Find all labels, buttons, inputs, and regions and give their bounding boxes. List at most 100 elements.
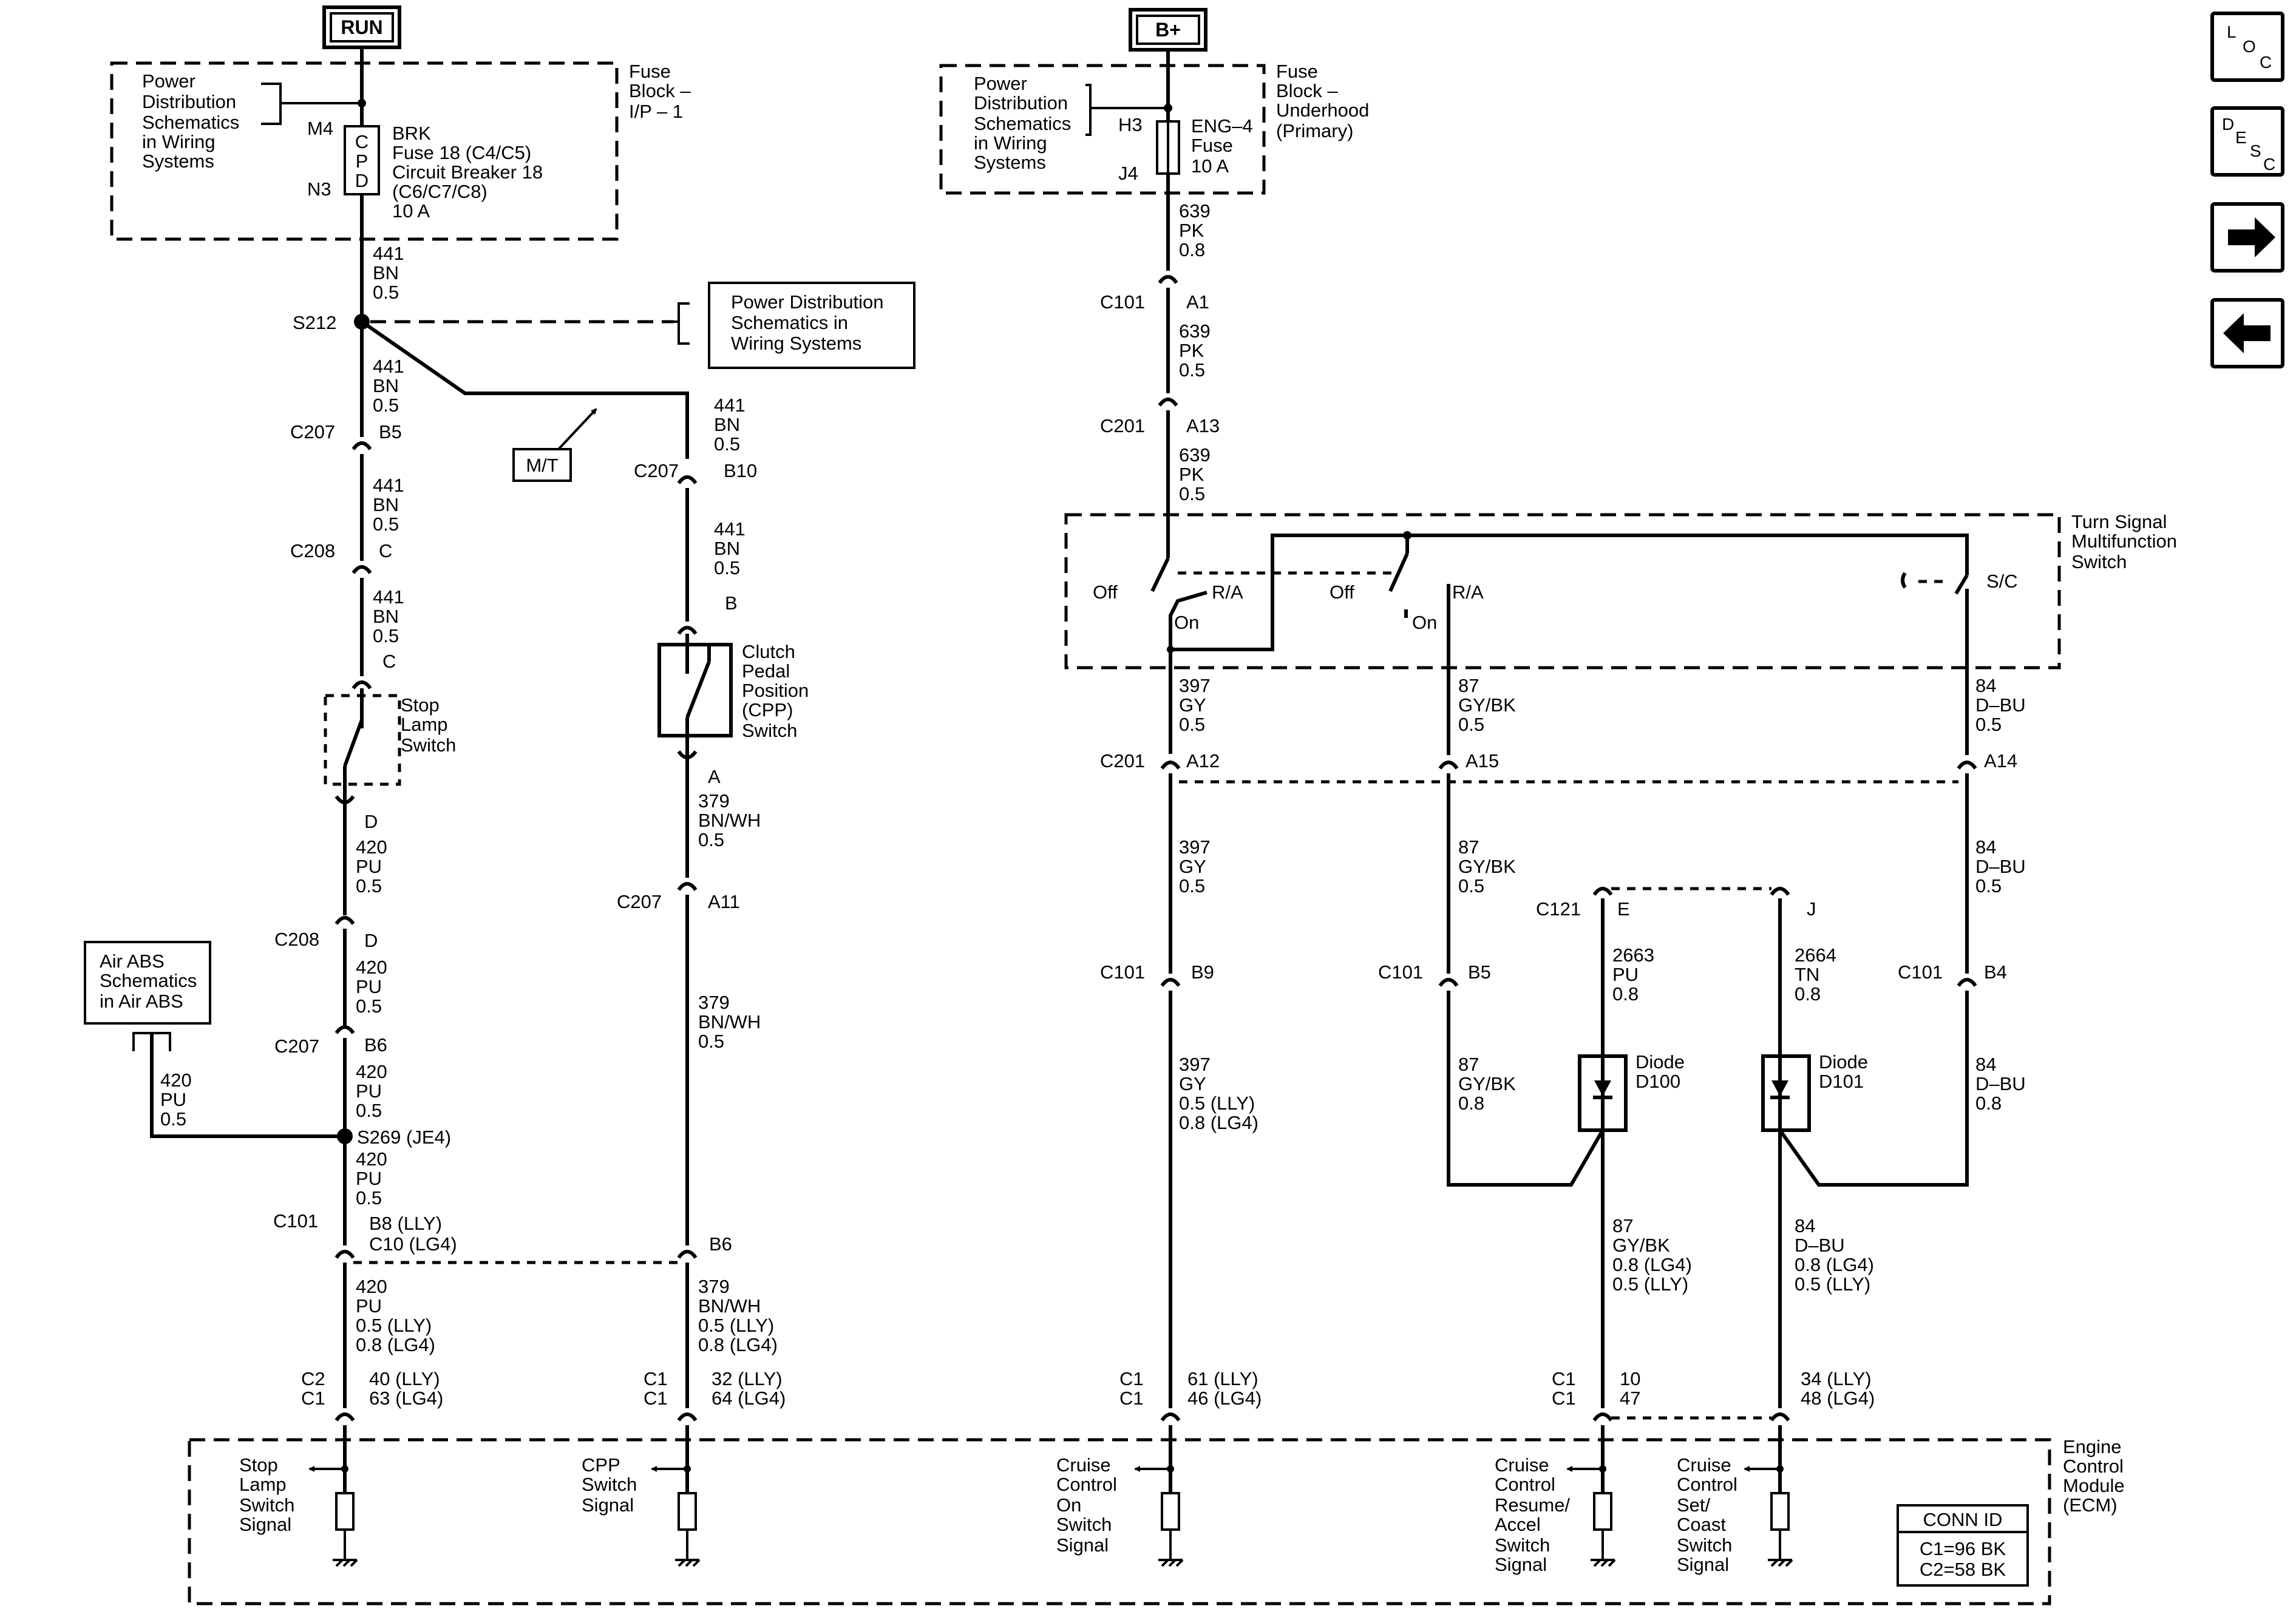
set-signal-6: Signal xyxy=(1677,1554,1729,1575)
w84-4-line-2: D–BU xyxy=(1795,1235,1845,1256)
c121-name: C121 xyxy=(1536,898,1581,920)
w84-3-line-3: 0.8 xyxy=(1975,1093,2002,1114)
w379-1-line-2: BN/WH xyxy=(698,810,761,831)
ip-fuse-5: 10 A xyxy=(392,200,430,222)
switch2-on: On xyxy=(1412,612,1437,633)
w84-2-line-1: 84 xyxy=(1975,836,1996,858)
loc-letter-c: C xyxy=(2260,53,2272,72)
resume-signal-6: Signal xyxy=(1495,1554,1547,1575)
cruise-on-pin-2: 46 (LG4) xyxy=(1187,1388,1262,1409)
circuit-397: 397 GY 0.5 C201 A12 397 GY 0.5 C101 B9 3… xyxy=(1100,652,1958,1408)
ip-ref-line-2: Distribution xyxy=(142,91,236,112)
w379-3-line-1: 379 xyxy=(698,1276,730,1297)
uh-fuse-1: ENG–4 xyxy=(1191,115,1253,137)
w420-1-line-3: 0.5 xyxy=(356,875,382,897)
desc-letter-d: D xyxy=(2222,115,2234,134)
cruise-on-signal-4: Switch xyxy=(1056,1514,1112,1535)
cpp-signal-3: Signal xyxy=(582,1494,634,1516)
a14-pin: A14 xyxy=(1984,750,2017,771)
air-abs-reference: Air ABS Schematics in Air ABS xyxy=(84,941,345,1138)
conn-id-box: CONN ID C1=96 BK C2=58 BK xyxy=(1897,1504,2029,1587)
circuit-2663: C121 E J 2663 PU 0.8 Diode D100 87 GY/BK… xyxy=(1536,887,1816,1408)
w397-1-line-1: 397 xyxy=(1179,675,1211,696)
w397-2-line-2: GY xyxy=(1179,856,1206,877)
switch1-ra: R/A xyxy=(1212,581,1243,603)
stop-signal-3: Switch xyxy=(239,1494,294,1516)
d101-line-1: Diode xyxy=(1819,1051,1868,1073)
previous-page-button[interactable] xyxy=(2210,298,2284,368)
c201-a12-name: C201 xyxy=(1100,750,1145,771)
w420-1-line-1: 420 xyxy=(356,836,387,858)
w84-2-line-3: 0.5 xyxy=(1975,875,2002,897)
w397-3-line-3: 0.5 (LLY) xyxy=(1179,1093,1255,1114)
w639-2-line-2: PK xyxy=(1179,340,1204,361)
w397-3-line-2: GY xyxy=(1179,1073,1206,1094)
w441-1-line-2: BN xyxy=(373,262,399,283)
ip-fuse-2: Fuse 18 (C4/C5) xyxy=(392,142,531,163)
c101-b5-name: C101 xyxy=(1378,961,1423,983)
cpp-switch-line-2: Pedal xyxy=(742,660,790,682)
desc-button[interactable]: D E S C xyxy=(2210,106,2284,177)
w639-2-line-3: 0.5 xyxy=(1179,359,1205,381)
uh-label-4: (Primary) xyxy=(1276,120,1353,141)
uh-ref-line-1: Power xyxy=(974,73,1027,94)
d101-line-2: D101 xyxy=(1819,1071,1864,1092)
cpp-switch-line-3: Position xyxy=(742,680,809,701)
c101-b9-name: C101 xyxy=(1100,961,1145,983)
w420-abs-line-1: 420 xyxy=(160,1070,192,1091)
w87-4-line-1: 87 xyxy=(1612,1215,1633,1236)
ecm-pin-cpp: C1 C1 32 (LLY) 64 (LG4) CPP Switch Signa… xyxy=(582,1368,786,1567)
w420-2-line-1: 420 xyxy=(356,957,387,978)
w441-6-line-3: 0.5 xyxy=(714,557,740,578)
w84-3-line-1: 84 xyxy=(1975,1054,1996,1075)
circuit-441-stop-lamp: S212 441 BN 0.5 441 BN 0.5 C207 B5 441 B… xyxy=(84,194,690,1408)
loc-button[interactable]: L O C xyxy=(2210,12,2284,82)
s212-ref-line-1: Power Distribution xyxy=(731,291,884,313)
ip-label-1: Fuse xyxy=(629,61,671,82)
w441-3-line-1: 441 xyxy=(373,475,404,496)
w420-2-line-2: PU xyxy=(356,976,382,997)
tsms-line-3: Switch xyxy=(2071,551,2127,572)
ip-fuse-4: (C6/C7/C8) xyxy=(392,181,487,202)
next-page-button[interactable] xyxy=(2210,202,2284,273)
s269-label: S269 (JE4) xyxy=(357,1127,451,1148)
bplus-text: B+ xyxy=(1155,19,1181,41)
c207-b10-pin: B10 xyxy=(724,460,757,481)
ip-ref-line-5: Systems xyxy=(142,151,214,172)
w441-1-line-3: 0.5 xyxy=(373,282,399,303)
stop-switch-line-2: Lamp xyxy=(401,714,448,735)
cpp-switch xyxy=(657,634,733,748)
c101-a1-name: C101 xyxy=(1100,291,1145,313)
w441-6-line-2: BN xyxy=(714,538,740,559)
c101-left-name: C101 xyxy=(273,1210,318,1232)
ip-fuse-1: BRK xyxy=(392,123,431,144)
d100-line-2: D100 xyxy=(1635,1071,1680,1092)
c208-d-pin: D xyxy=(364,930,378,951)
circuit-441-cpp: M/T 441 BN 0.5 C207 B10 441 BN 0.5 B Clu… xyxy=(361,320,809,1408)
w84-1-line-1: 84 xyxy=(1975,675,1996,696)
ecm-pin-resume: C1 C1 10 47 Cruise Control Resume/ Accel… xyxy=(1495,1368,1771,1575)
uh-ref-line-2: Distribution xyxy=(974,92,1068,114)
w87-4-line-3: 0.8 (LG4) xyxy=(1612,1254,1692,1275)
cpp-pin-2: 64 (LG4) xyxy=(712,1388,786,1409)
run-power-label: RUN xyxy=(322,5,401,49)
w87-2-line-1: 87 xyxy=(1458,836,1479,858)
turn-signal-multifunction-switch: Turn Signal Multifunction Switch Off R/A… xyxy=(1064,511,2177,670)
w84-1-line-3: 0.5 xyxy=(1975,714,2002,735)
w420-5-line-2: PU xyxy=(356,1295,382,1317)
w441-5-line-1: 441 xyxy=(714,395,746,416)
w420-3-line-3: 0.5 xyxy=(356,1100,382,1121)
w441-2-line-3: 0.5 xyxy=(373,395,399,416)
w87-4-line-4: 0.5 (LLY) xyxy=(1612,1273,1688,1295)
ecm-label-1: Engine xyxy=(2063,1436,2122,1457)
circuit-87: 87 GY/BK 0.5 A15 87 GY/BK 0.5 C101 B5 87… xyxy=(1378,668,1605,1187)
w639-1-line-3: 0.8 xyxy=(1179,239,1205,260)
ecm-label-2: Control xyxy=(2063,1456,2124,1477)
circuit-84: 84 D–BU 0.5 A14 84 D–BU 0.5 C101 B4 84 D… xyxy=(1778,668,2026,1187)
fuse-block-underhood: Power Distribution Schematics in Wiring … xyxy=(939,61,1369,195)
arrow-left-icon xyxy=(2223,313,2271,353)
set-signal-2: Control xyxy=(1677,1474,1737,1495)
resume-pin-2: 47 xyxy=(1620,1388,1640,1409)
uh-label-2: Block – xyxy=(1276,80,1338,101)
